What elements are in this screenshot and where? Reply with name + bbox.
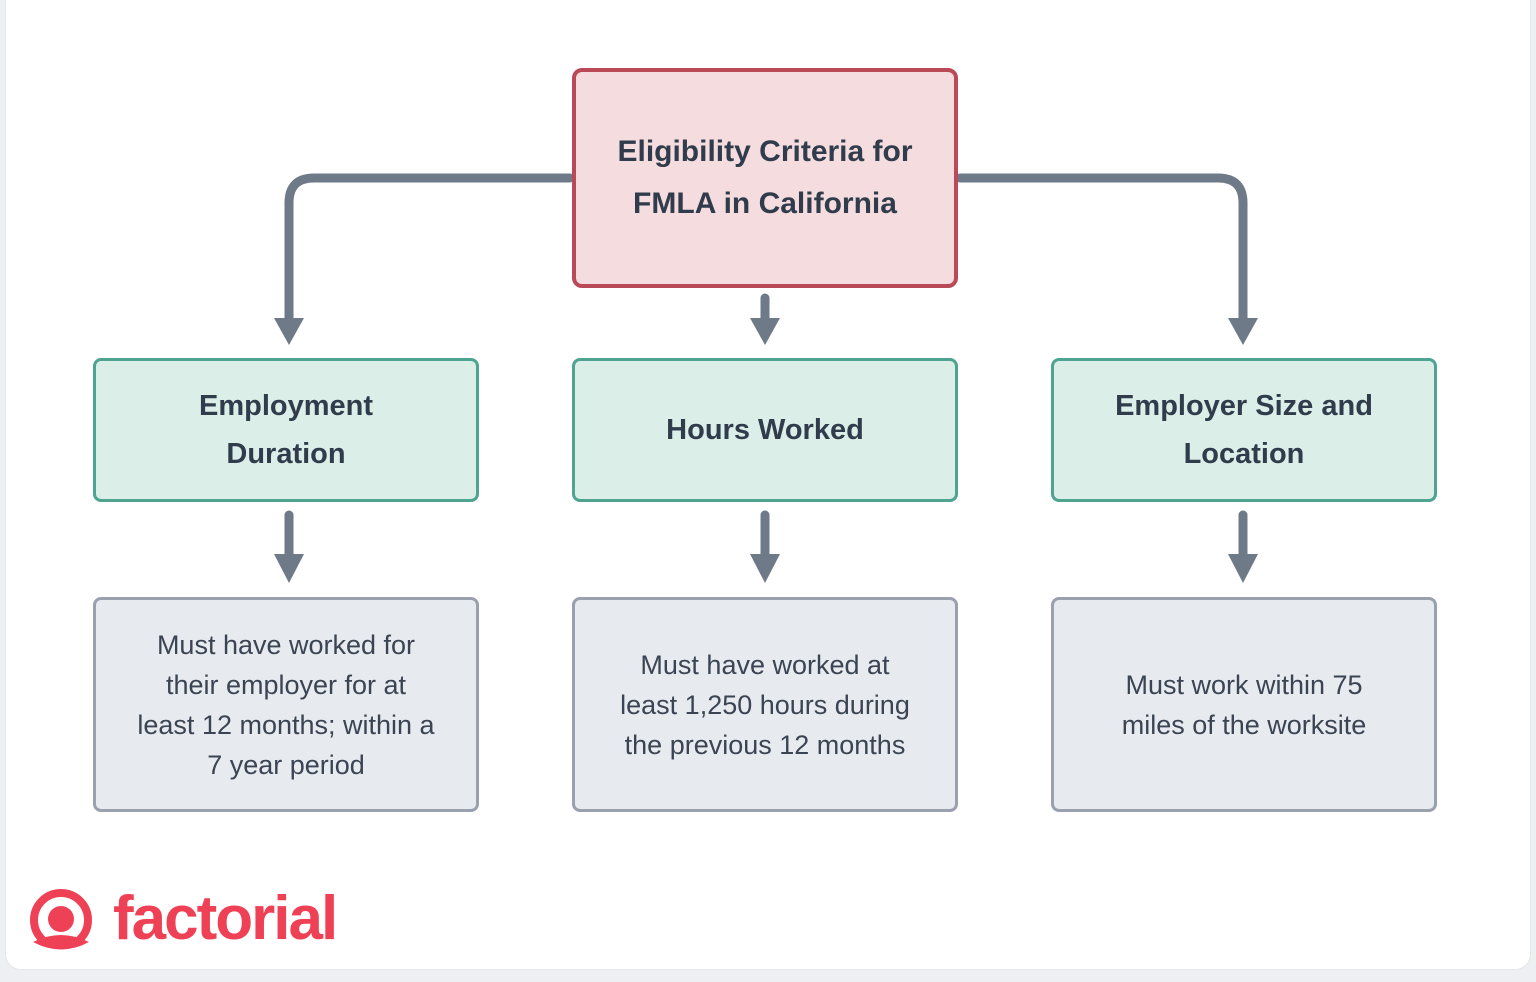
arrowhead-icon <box>274 554 304 583</box>
arrowhead-icon <box>1228 554 1258 583</box>
category-node-employment-duration: Employment Duration <box>93 358 479 502</box>
connector-root-to-hours-worked <box>750 293 780 345</box>
connector-root-to-employment-duration <box>274 173 575 345</box>
category-label: Employer Size and Location <box>1115 390 1373 470</box>
category-label: Employment Duration <box>198 390 374 470</box>
arrowhead-icon <box>274 318 304 345</box>
connector-employer-size-to-detail <box>1228 510 1258 583</box>
arrowhead-icon <box>750 554 780 583</box>
detail-node-hours-worked: Must have worked at least 1,250 hours du… <box>572 597 958 812</box>
factorial-logo: factorial <box>27 884 338 956</box>
detail-node-employer-size-location: Must work within 75 miles of the worksit… <box>1051 597 1437 812</box>
arrowhead-icon <box>750 318 780 345</box>
detail-text: Must have worked at least 1,250 hours du… <box>620 649 910 760</box>
arrowhead-icon <box>1228 318 1258 345</box>
detail-text: Must have worked for their employer for … <box>137 629 435 780</box>
category-label: Hours Worked <box>666 414 864 446</box>
category-node-employer-size-location: Employer Size and Location <box>1051 358 1437 502</box>
root-node-eligibility-criteria: Eligibility Criteria for FMLA in Califor… <box>572 68 958 288</box>
factorial-person-icon <box>30 889 92 950</box>
category-node-hours-worked: Hours Worked <box>572 358 958 502</box>
factorial-logo-text: factorial <box>113 884 338 953</box>
root-node-title: Eligibility Criteria for FMLA in Califor… <box>617 135 913 220</box>
connector-root-to-employer-size <box>955 173 1258 345</box>
detail-node-employment-duration: Must have worked for their employer for … <box>93 597 479 812</box>
connector-employment-duration-to-detail <box>274 510 304 583</box>
connector-hours-worked-to-detail <box>750 510 780 583</box>
detail-text: Must work within 75 miles of the worksit… <box>1121 669 1367 740</box>
